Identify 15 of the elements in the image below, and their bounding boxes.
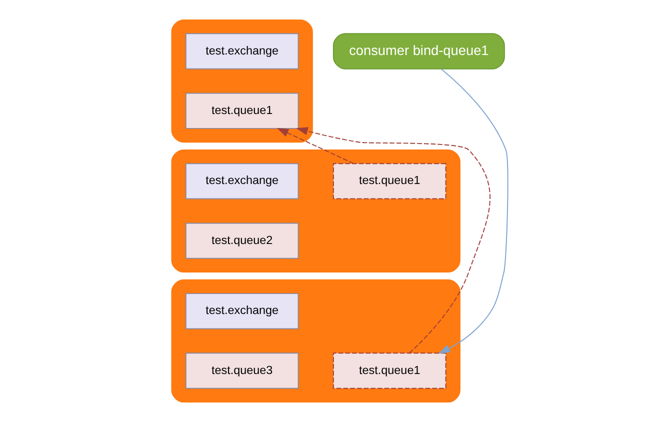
arrow xyxy=(438,68,508,354)
cluster xyxy=(171,149,460,273)
node-box: test.queue1 xyxy=(332,163,446,200)
arrow xyxy=(296,127,490,354)
arrow xyxy=(276,128,354,164)
node-box: test.queue3 xyxy=(185,352,299,389)
node-box: test.exchange xyxy=(185,33,299,70)
node-box: consumer bind-queue1 xyxy=(332,33,505,70)
node-box: test.queue1 xyxy=(332,352,446,389)
cluster xyxy=(171,279,460,403)
node-box: test.exchange xyxy=(185,293,299,330)
node-box: test.exchange xyxy=(185,163,299,200)
node-box: test.queue1 xyxy=(185,92,299,129)
cluster xyxy=(171,19,313,143)
node-box: test.queue2 xyxy=(185,222,299,259)
